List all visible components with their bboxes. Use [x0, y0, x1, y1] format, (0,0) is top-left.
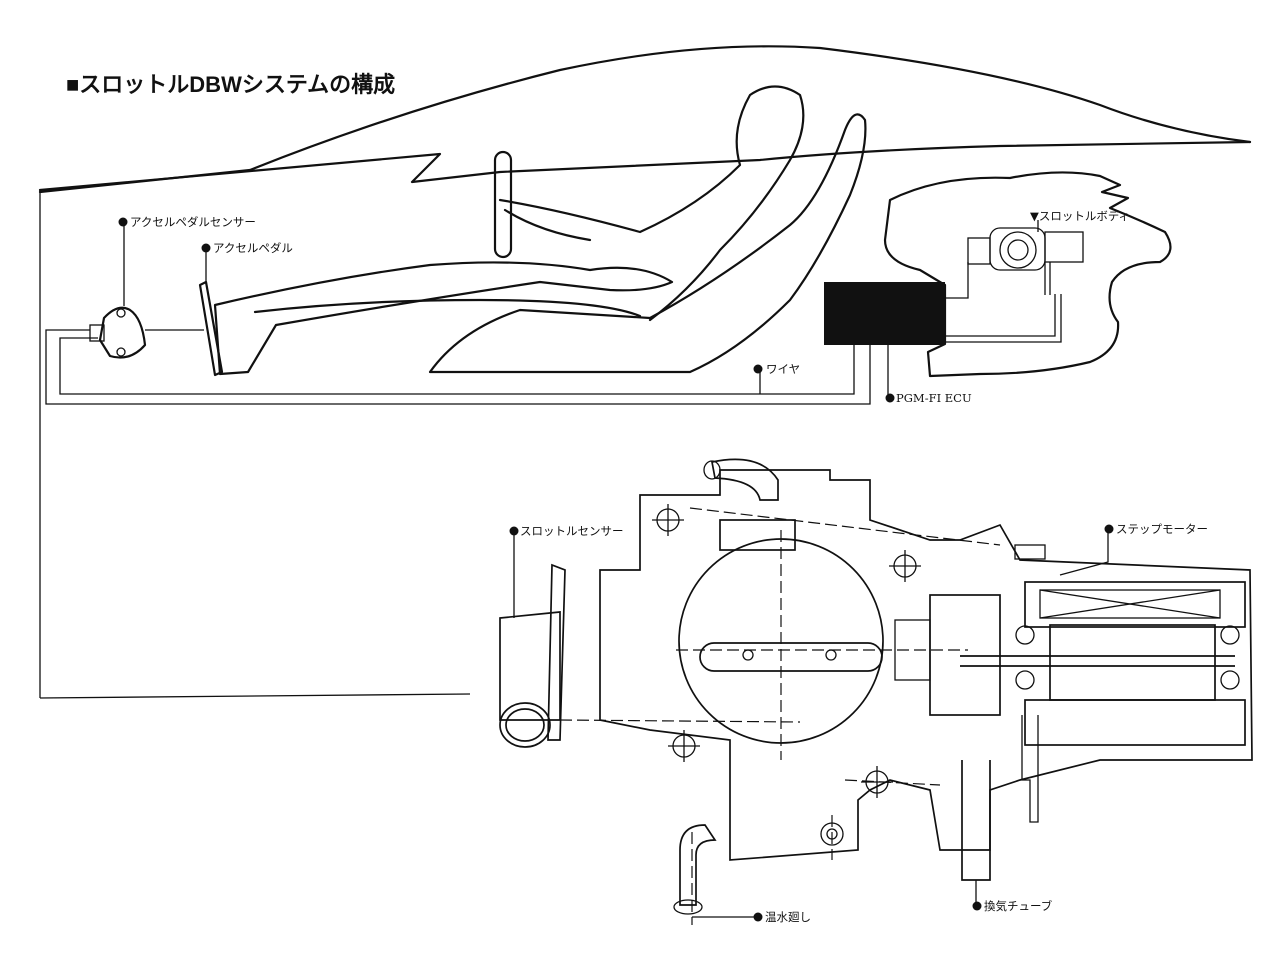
diagram-title: ■スロットルDBWシステムの構成	[66, 72, 395, 97]
label-accel-pedal-sensor: アクセルペダルセンサー	[130, 215, 256, 229]
leader-bullets	[118, 217, 1114, 922]
label-vent-tube: 換気チューブ	[984, 899, 1053, 913]
label-throttle-sensor: スロットルセンサー	[520, 524, 624, 538]
centerlines	[559, 504, 1001, 925]
car-body-outline	[38, 45, 1252, 699]
engine-bay-outline	[883, 171, 1172, 378]
label-wire: ワイヤ	[766, 362, 800, 376]
driver-silhouette	[213, 85, 867, 376]
leader-lines	[123, 220, 1109, 918]
throttle-body-small-icon	[967, 227, 1084, 295]
label-accel-pedal: アクセルペダル	[213, 241, 293, 255]
label-step-motor: ステップモーター	[1116, 522, 1208, 536]
label-hot-water: 温水廻し	[765, 910, 811, 924]
label-ecu: PGM-FI ECU	[896, 391, 972, 405]
label-throttle-body: ▼スロットルボディ	[1030, 209, 1130, 223]
accel-pedal-part	[198, 280, 224, 377]
accel-pedal-sensor-part	[89, 306, 147, 359]
ecu-box	[824, 282, 945, 345]
wiring	[45, 262, 1062, 405]
